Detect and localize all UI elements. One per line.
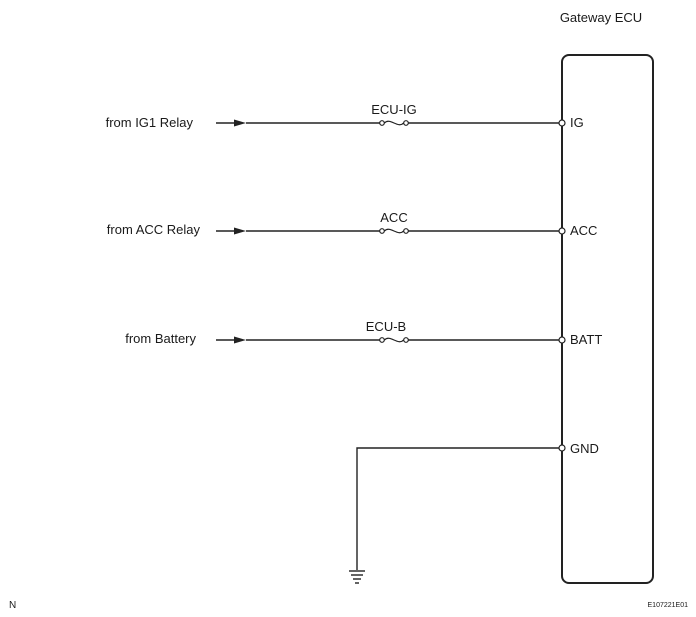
terminal-batt [558, 336, 566, 344]
corner-mark: N [9, 600, 16, 611]
source-label-ig1-relay: from IG1 Relay [106, 115, 194, 130]
fuse-label-ecu-b: ECU-B [366, 319, 406, 334]
terminal-gnd [558, 444, 566, 452]
pin-label-acc: ACC [570, 223, 597, 238]
circuit-row-acc: from ACC Relay ACC ACC [107, 210, 598, 238]
circuit-row-ig: from IG1 Relay ECU-IG IG [106, 102, 584, 130]
fuse-acc [379, 228, 409, 234]
figure-code: E107221E01 [648, 602, 689, 609]
arrow-icon [234, 227, 246, 235]
terminal-acc [558, 227, 566, 235]
source-label-acc-relay: from ACC Relay [107, 222, 201, 237]
pin-label-ig: IG [570, 115, 584, 130]
fuse-label-acc: ACC [380, 210, 407, 225]
pin-label-batt: BATT [570, 332, 602, 347]
gateway-ecu-box [561, 54, 654, 584]
fuse-ecu-b [379, 337, 409, 343]
fuse-ecu-ig [379, 120, 409, 126]
terminal-ig [558, 119, 566, 127]
fuse-label-ecu-ig: ECU-IG [371, 102, 417, 117]
ecu-title: Gateway ECU [560, 10, 642, 25]
pin-label-gnd: GND [570, 441, 599, 456]
ground-icon [349, 570, 365, 584]
arrow-icon [234, 119, 246, 127]
circuit-row-batt: from Battery ECU-B BATT [125, 319, 602, 347]
circuit-row-gnd: GND [349, 441, 599, 584]
source-label-battery: from Battery [125, 331, 196, 346]
arrow-icon [234, 336, 246, 344]
